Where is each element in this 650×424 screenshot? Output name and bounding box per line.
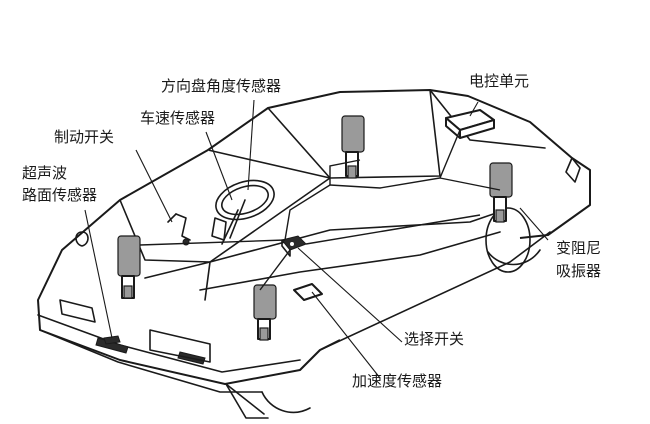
shock-absorber-rear-left	[341, 115, 365, 179]
ultrasonic-sensor-part	[75, 231, 121, 345]
label-electronic-control-unit: 电控单元	[469, 72, 529, 90]
steering-wheel	[211, 179, 275, 245]
shock-absorber-front-left	[117, 235, 141, 299]
label-speed-sensor: 车速传感器	[140, 109, 215, 127]
label-brake-switch: 制动开关	[54, 128, 114, 146]
shock-absorber-front-right	[253, 284, 277, 341]
label-ultrasonic-line2: 路面传感器	[22, 186, 97, 204]
leader-lines	[84, 99, 549, 379]
label-acceleration-sensor: 加速度传感器	[352, 372, 442, 390]
electronic-control-unit-box	[445, 109, 495, 139]
label-steering-angle-sensor: 方向盘角度传感器	[161, 77, 281, 95]
brake-switch-part	[167, 213, 177, 223]
wiring	[139, 129, 501, 291]
label-ultrasonic-line1: 超声波	[22, 164, 67, 182]
label-variable-damper-line1: 变阻尼	[556, 239, 601, 257]
label-selector-switch: 选择开关	[404, 330, 464, 348]
label-variable-damper-line2: 吸振器	[556, 262, 601, 280]
